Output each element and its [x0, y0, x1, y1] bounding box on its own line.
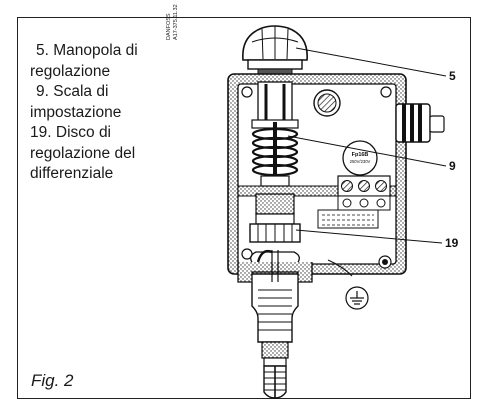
- callout-19: 19: [295, 229, 459, 250]
- adjustment-knob: [242, 25, 308, 77]
- vent-screw: [313, 89, 341, 117]
- legend-item-5-line2: regolazione: [30, 62, 111, 80]
- figure-caption: Fig. 2: [31, 371, 74, 390]
- rating-nameplate: Fp16B 250V/230V: [342, 140, 378, 176]
- callout-5-label: 5: [449, 69, 456, 83]
- nameplate-line2: 250V/230V: [350, 159, 371, 164]
- terminal-block: [337, 175, 391, 211]
- legend-item-19-line1: 19. Disco di: [30, 124, 112, 141]
- legend-item-19-line2: regolazione del: [30, 144, 136, 162]
- callout-5: 5: [295, 47, 456, 83]
- range-scale-assembly: [251, 81, 299, 182]
- callout-9-label: 9: [449, 159, 456, 173]
- switch-mechanism: [255, 193, 379, 229]
- differential-adjustment-disc: [249, 213, 301, 243]
- callout-19-label: 19: [445, 236, 459, 250]
- legend-item-9-line2: impostazione: [30, 103, 122, 121]
- parts-legend: 5. Manopola di regolazione 9. Scala di i…: [30, 41, 170, 185]
- main-spring: [251, 127, 299, 187]
- legend-item-19-line3: differenziale: [30, 165, 114, 182]
- nameplate-line1: Fp16B: [352, 152, 369, 158]
- pressure-connection: [263, 357, 287, 399]
- legend-item-9-line1: 9. Scala di: [36, 83, 109, 100]
- figure-frame: [17, 17, 471, 399]
- bellows-housing: [237, 249, 313, 359]
- ground-icon: [327, 259, 369, 310]
- legend-item-5-line1: 5. Manopola di: [36, 42, 138, 59]
- cable-gland: [395, 103, 445, 143]
- callout-9: 9: [287, 135, 456, 173]
